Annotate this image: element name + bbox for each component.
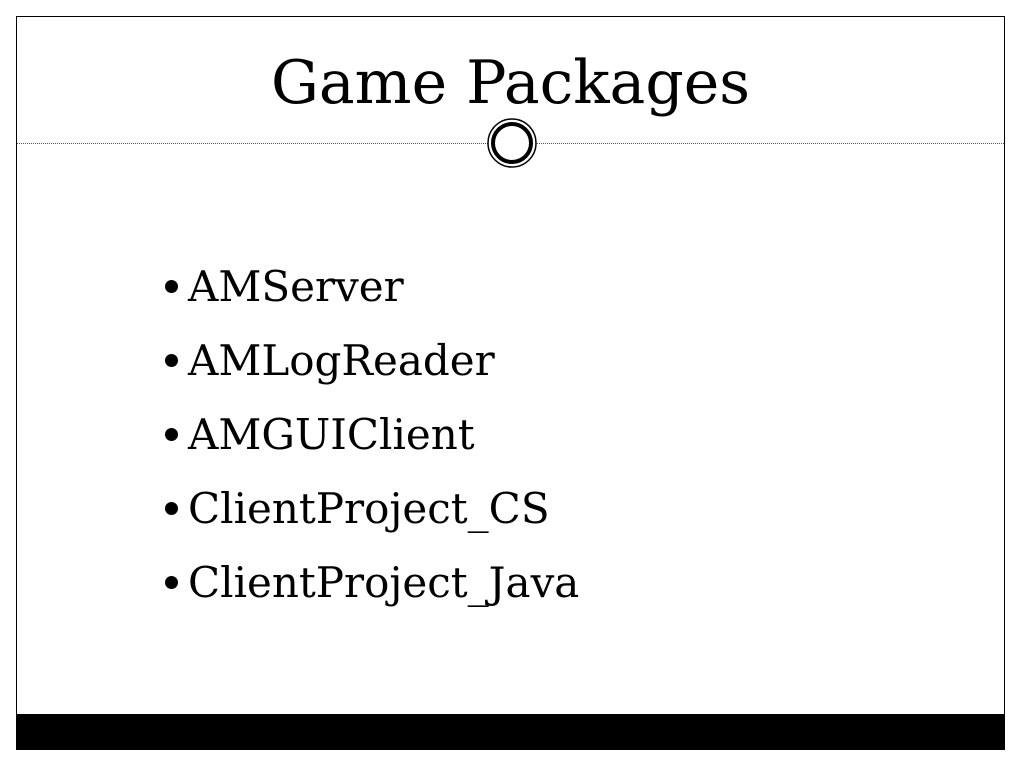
bullet-icon <box>165 279 178 293</box>
bullet-text: AMGUIClient <box>188 409 475 459</box>
bullet-icon <box>165 353 178 367</box>
slide: Game Packages AMServer AMLogReader AMGUI… <box>16 16 1005 750</box>
list-item: AMGUIClient <box>165 397 579 471</box>
list-item: AMLogReader <box>165 323 579 397</box>
bullet-icon <box>165 427 178 441</box>
bullet-text: AMLogReader <box>188 335 495 385</box>
footer-bar <box>17 714 1004 749</box>
bullet-text: ClientProject_CS <box>188 483 550 533</box>
list-item: AMServer <box>165 249 579 323</box>
bullet-icon <box>165 575 178 589</box>
bullet-text: AMServer <box>188 261 404 311</box>
bullet-text: ClientProject_Java <box>188 557 580 607</box>
bullet-list: AMServer AMLogReader AMGUIClient ClientP… <box>165 249 579 619</box>
bullet-icon <box>165 501 178 515</box>
list-item: ClientProject_CS <box>165 471 579 545</box>
slide-title: Game Packages <box>270 48 751 118</box>
double-circle-icon <box>487 118 537 168</box>
list-item: ClientProject_Java <box>165 545 579 619</box>
